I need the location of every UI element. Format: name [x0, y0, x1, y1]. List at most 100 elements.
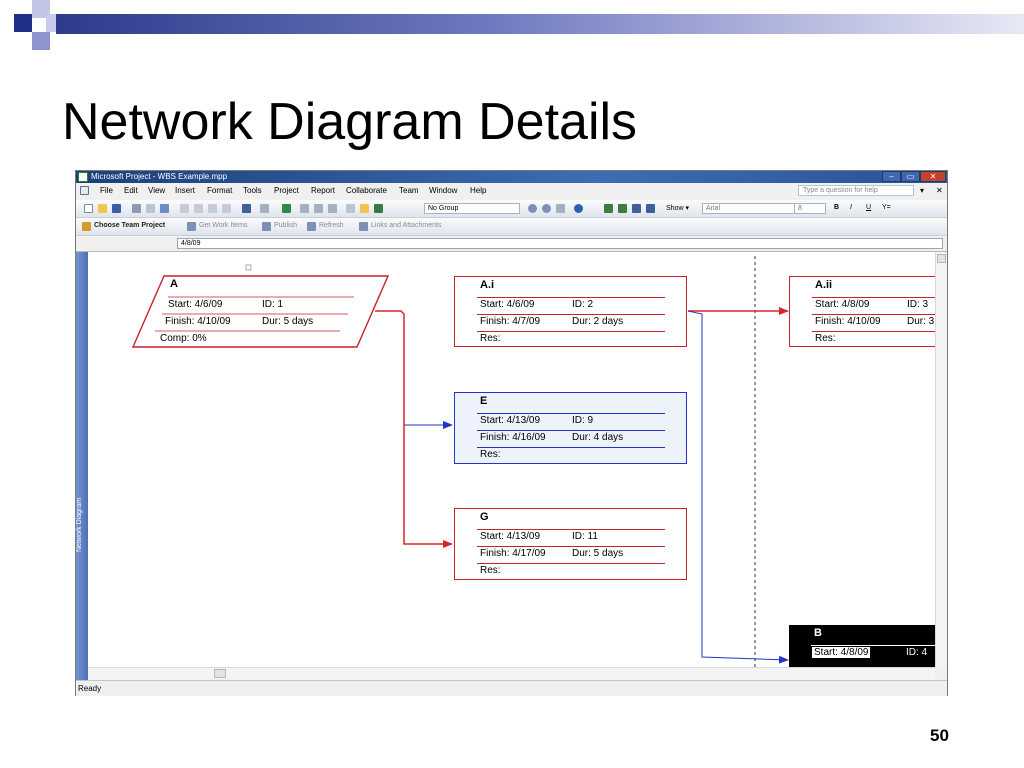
bold-button[interactable]: B: [834, 204, 840, 211]
choose-team-project-button[interactable]: Choose Team Project: [94, 222, 166, 229]
node-b[interactable]: B Start: 4/8/09 ID: 4: [789, 625, 935, 667]
doc-restore-icon[interactable]: ▾: [920, 186, 925, 195]
refresh-button[interactable]: Refresh: [319, 222, 344, 229]
view-bar[interactable]: Network Diagram: [76, 252, 88, 680]
print-preview-icon[interactable]: [146, 204, 155, 213]
menu-insert[interactable]: Insert: [175, 186, 196, 195]
hide-subtasks-icon[interactable]: [646, 204, 655, 213]
menu-file[interactable]: File: [100, 186, 113, 195]
scroll-thumb-horizontal[interactable]: [214, 669, 226, 678]
hyperlink-icon[interactable]: [282, 204, 291, 213]
node-a-id: ID: 1: [262, 299, 284, 310]
node-aii-id: ID: 3: [907, 299, 929, 310]
underline-button[interactable]: U: [866, 204, 872, 211]
slide-header-bar: [56, 14, 1024, 34]
publish-button[interactable]: Publish: [274, 222, 297, 229]
menu-window[interactable]: Window: [429, 186, 458, 195]
links-attachments-button[interactable]: Links and Attachments: [371, 222, 442, 229]
notes-icon[interactable]: [360, 204, 369, 213]
menu-project[interactable]: Project: [274, 186, 299, 195]
node-e-start: Start: 4/13/09: [480, 415, 541, 426]
node-g-duration: Dur: 5 days: [572, 548, 624, 559]
status-bar: Ready: [76, 680, 947, 696]
menu-collaborate[interactable]: Collaborate: [346, 186, 387, 195]
menu-help[interactable]: Help: [470, 186, 487, 195]
entry-field[interactable]: 4/8/09: [177, 238, 943, 249]
node-a-complete: Comp: 0%: [160, 333, 207, 344]
window-title: Microsoft Project - WBS Example.mpp: [91, 172, 228, 181]
zoom-out-icon[interactable]: [542, 204, 551, 213]
node-e[interactable]: E Start: 4/13/09 ID: 9 Finish: 4/16/09 D…: [454, 392, 687, 464]
menu-bar: File Edit View Insert Format Tools Proje…: [76, 184, 947, 198]
indent-icon[interactable]: [618, 204, 627, 213]
node-e-id: ID: 9: [572, 415, 594, 426]
slide-page-number: 50: [930, 726, 949, 745]
node-g-title: G: [480, 511, 489, 523]
node-ai-title: A.i: [480, 279, 495, 291]
font-size-select[interactable]: 8: [794, 203, 826, 214]
maximize-button[interactable]: ▭: [901, 171, 920, 182]
gantt-wizard-icon[interactable]: [556, 204, 565, 213]
node-g[interactable]: G Start: 4/13/09 ID: 11 Finish: 4/17/09 …: [454, 508, 687, 580]
save-icon[interactable]: [112, 204, 121, 213]
menu-edit[interactable]: Edit: [124, 186, 138, 195]
ms-project-window: Microsoft Project - WBS Example.mpp – ▭ …: [75, 170, 948, 696]
app-icon: [78, 172, 88, 182]
show-subtasks-icon[interactable]: [632, 204, 641, 213]
close-button[interactable]: ✕: [920, 171, 946, 182]
undo-icon[interactable]: [242, 204, 251, 213]
horizontal-scrollbar[interactable]: [88, 667, 935, 679]
collapse-toggle[interactable]: [245, 264, 252, 271]
node-b-start: Start: 4/8/09: [811, 646, 872, 659]
node-ai-id: ID: 2: [572, 299, 594, 310]
zoom-in-icon[interactable]: [528, 204, 537, 213]
open-folder-icon[interactable]: [98, 204, 107, 213]
vertical-scrollbar[interactable]: [935, 252, 947, 667]
unlink-tasks-icon[interactable]: [314, 204, 323, 213]
scroll-thumb-vertical[interactable]: [937, 254, 946, 263]
menu-format[interactable]: Format: [207, 186, 233, 195]
menu-view[interactable]: View: [148, 186, 166, 195]
node-a-ii[interactable]: A.ii Start: 4/8/09 ID: 3 Finish: 4/10/09…: [789, 276, 935, 347]
entry-bar: 4/8/09: [76, 236, 947, 252]
print-icon[interactable]: [132, 204, 141, 213]
copy-icon[interactable]: [194, 204, 203, 213]
cut-icon[interactable]: [180, 204, 189, 213]
group-by-select[interactable]: No Group: [424, 203, 520, 214]
node-b-title: B: [814, 627, 822, 639]
publish-icon: [262, 222, 271, 231]
assign-resources-icon[interactable]: [374, 204, 383, 213]
doc-close-icon[interactable]: ✕: [936, 186, 943, 195]
node-a-i[interactable]: A.i Start: 4/6/09 ID: 2 Finish: 4/7/09 D…: [454, 276, 687, 347]
node-a-title: A: [170, 278, 178, 290]
italic-button[interactable]: I: [850, 204, 852, 211]
slide-title: Network Diagram Details: [62, 93, 638, 151]
task-info-icon[interactable]: [346, 204, 355, 213]
outdent-icon[interactable]: [604, 204, 613, 213]
window-titlebar: Microsoft Project - WBS Example.mpp – ▭ …: [76, 171, 947, 183]
spelling-icon[interactable]: [160, 204, 169, 213]
network-diagram-canvas[interactable]: A Start: 4/6/09 ID: 1 Finish: 4/10/09 Du…: [88, 252, 935, 667]
get-work-items-button[interactable]: Get Work Items: [199, 222, 248, 229]
node-ai-finish: Finish: 4/7/09: [480, 316, 541, 327]
menu-team[interactable]: Team: [399, 186, 419, 195]
split-task-icon[interactable]: [328, 204, 337, 213]
node-aii-duration: Dur: 3: [907, 316, 935, 327]
link-tasks-icon[interactable]: [300, 204, 309, 213]
node-b-id: ID: 4: [906, 647, 928, 658]
filter-button[interactable]: Y=: [882, 204, 891, 211]
node-a-shape[interactable]: [131, 275, 390, 348]
help-icon[interactable]: [574, 204, 583, 213]
document-icon[interactable]: [80, 186, 89, 195]
paste-icon[interactable]: [208, 204, 217, 213]
new-file-icon[interactable]: [84, 204, 93, 213]
redo-icon[interactable]: [260, 204, 269, 213]
menu-tools[interactable]: Tools: [243, 186, 262, 195]
menu-report[interactable]: Report: [311, 186, 336, 195]
node-ai-start: Start: 4/6/09: [480, 299, 535, 310]
minimize-button[interactable]: –: [882, 171, 901, 182]
format-painter-icon[interactable]: [222, 204, 231, 213]
help-search-input[interactable]: Type a question for help: [798, 185, 914, 196]
show-dropdown[interactable]: Show ▾: [666, 205, 689, 212]
standard-toolbar: No Group Show ▾ Arial 8 B I U Y=: [76, 200, 947, 218]
